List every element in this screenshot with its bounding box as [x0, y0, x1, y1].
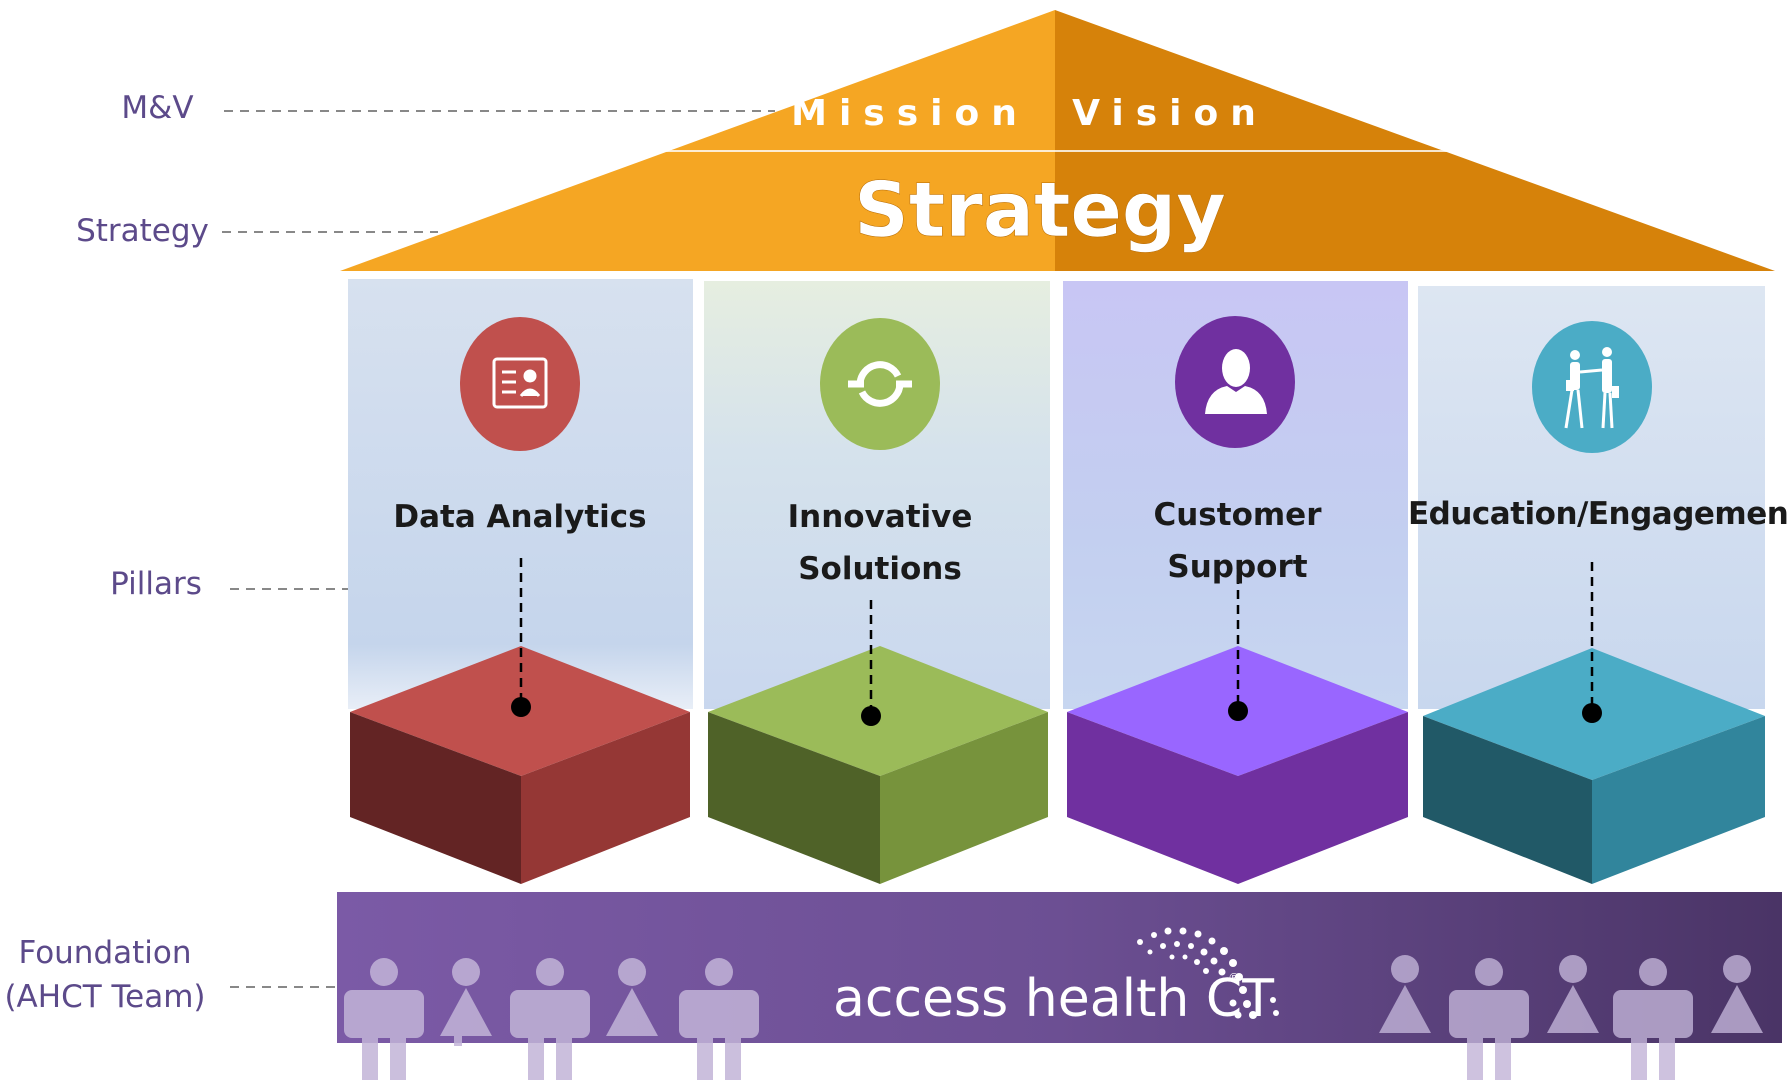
- handshake-icon: [1564, 347, 1619, 429]
- roof: Mission Vision Strategy: [340, 10, 1775, 271]
- label-mv: M&V: [121, 90, 194, 126]
- cycle-icon: [848, 361, 912, 407]
- pillar-title-line1: Innovative: [787, 499, 973, 535]
- pillar-data-analytics: [350, 317, 690, 884]
- label-foundation-line1: Foundation: [18, 935, 192, 971]
- logo-burst-icon: [1137, 927, 1279, 1019]
- label-foundation: Foundation (AHCT Team): [0, 931, 210, 1019]
- label-strategy: Strategy: [76, 213, 209, 249]
- foundation-bar: access health CT ®: [337, 892, 1782, 1080]
- logo-text: access health CT: [833, 969, 1274, 1029]
- label-pillars: Pillars: [110, 566, 202, 602]
- logo-trademark: ®: [1228, 971, 1240, 985]
- pillar-customer-support: [1067, 316, 1408, 884]
- mission-label: Mission: [791, 93, 1029, 134]
- pillar-education-engagement: [1423, 321, 1765, 884]
- pillar-title-data-analytics: Data Analytics: [393, 499, 647, 535]
- label-foundation-line2: (AHCT Team): [4, 979, 206, 1015]
- pillar-title-line2: Solutions: [798, 551, 962, 587]
- people-icons-left: [344, 958, 759, 1080]
- pillar-title-customer-support: Customer Support: [1153, 497, 1322, 585]
- pillar-title-innovative-solutions: Innovative Solutions: [730, 491, 1030, 595]
- person-icon: [1205, 349, 1267, 414]
- strategy-title: Strategy: [854, 165, 1226, 254]
- pillar-title-education-engagement: Education/Engagement: [1408, 496, 1787, 532]
- side-connectors: [222, 110, 775, 988]
- id-card-icon: [492, 357, 548, 409]
- people-icons-right: [1379, 955, 1763, 1080]
- pillar-innovative-solutions: [708, 318, 1048, 884]
- vision-label: Vision: [1072, 93, 1268, 134]
